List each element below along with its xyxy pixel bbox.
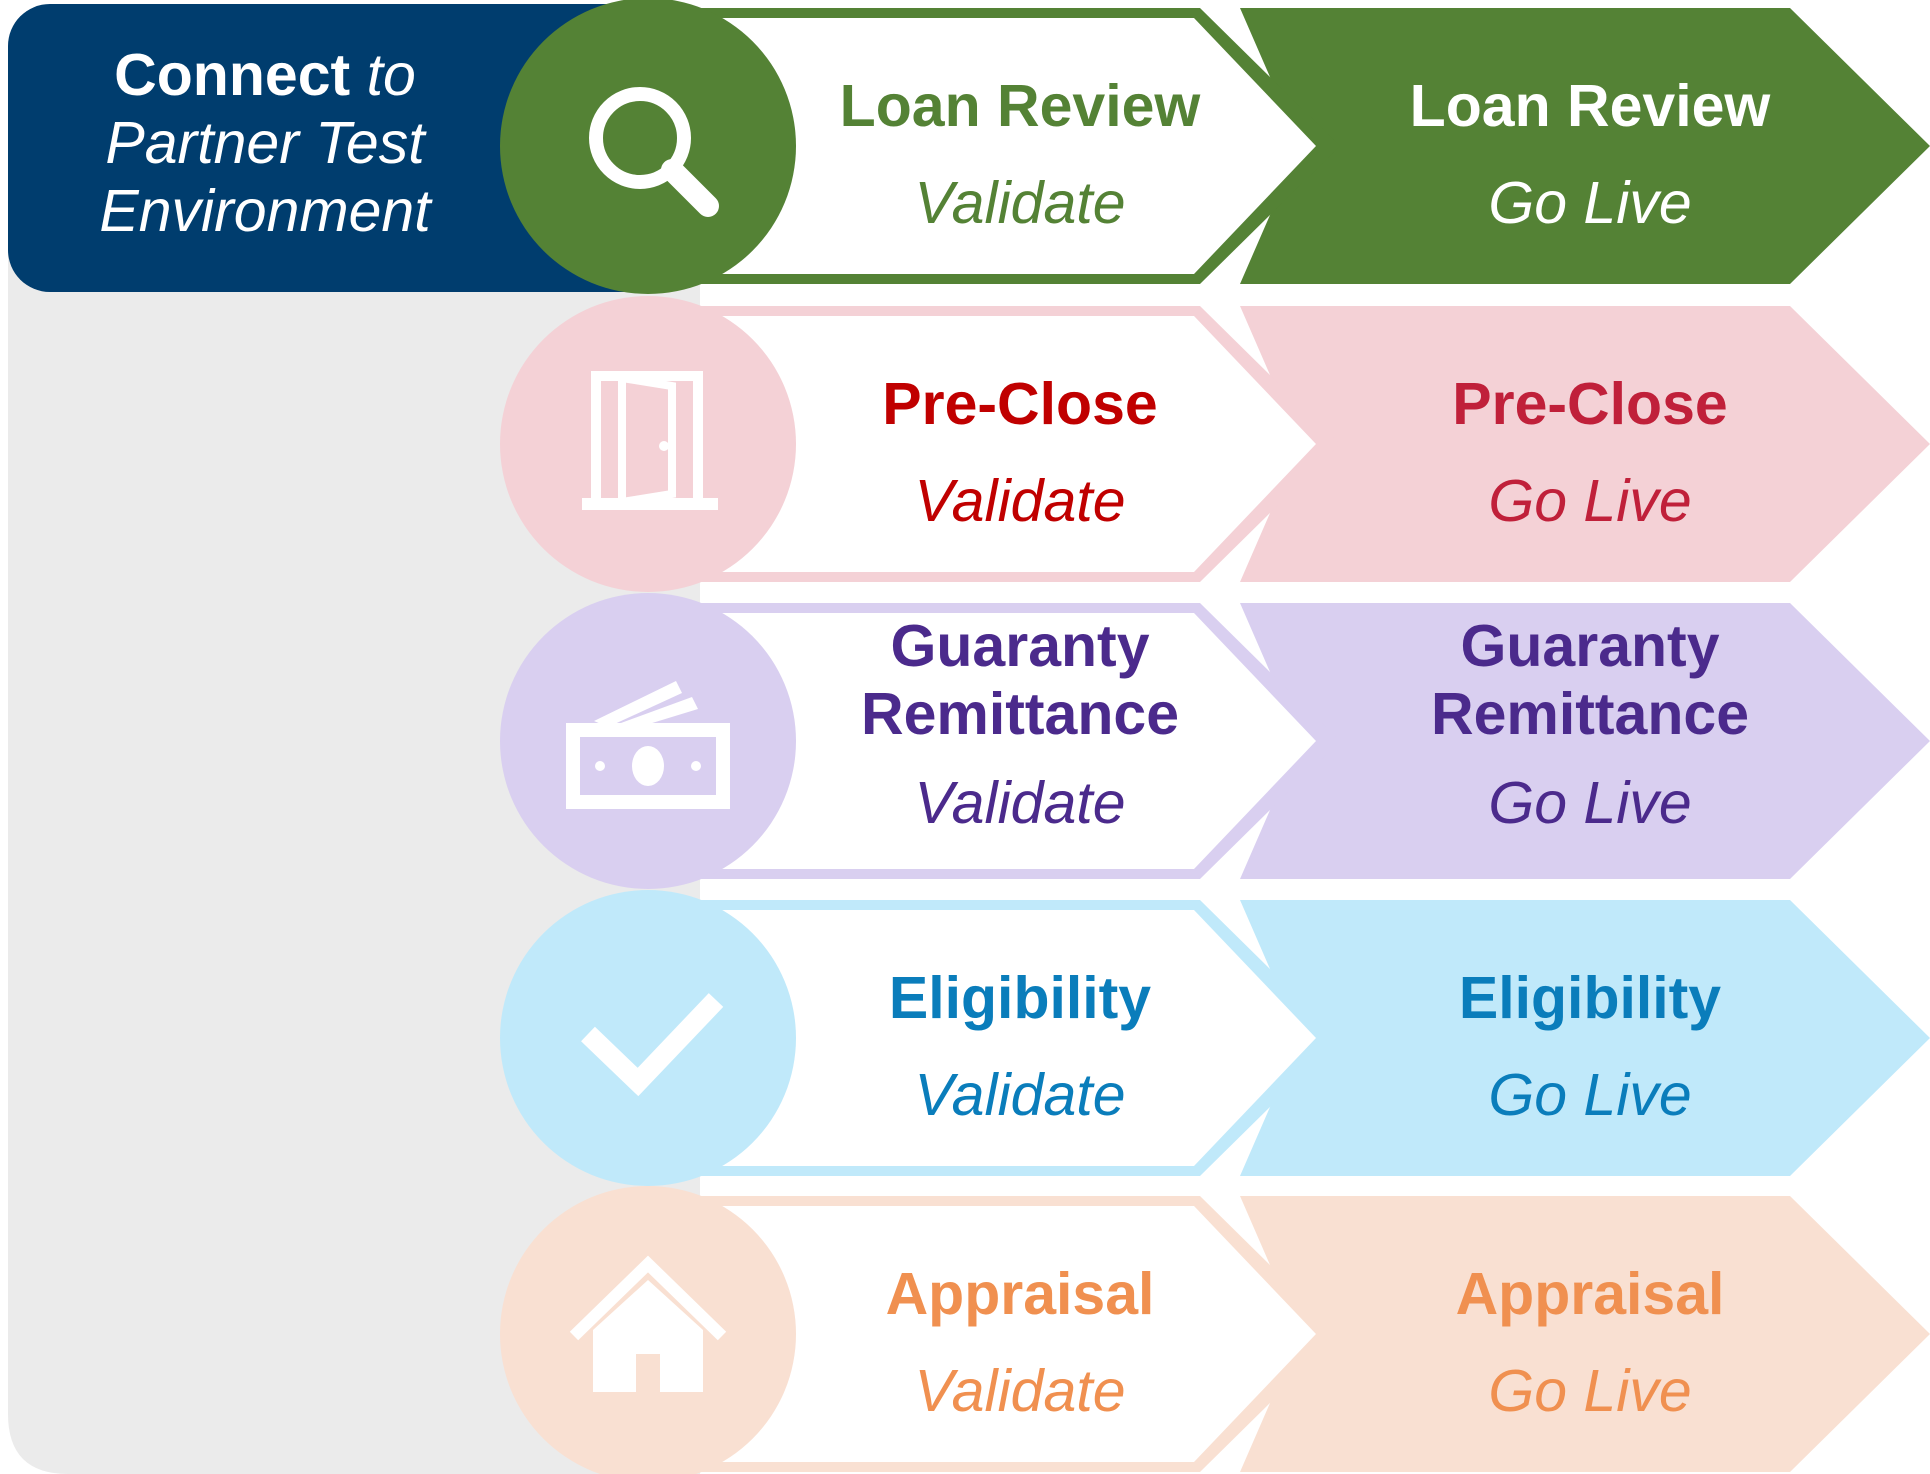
validate-step-name: Appraisal <box>886 1261 1155 1327</box>
validate-chevron <box>640 910 1316 1166</box>
connect-to-label: to <box>367 42 416 108</box>
validate-step-name: Guaranty <box>890 613 1149 679</box>
validate-chevron <box>640 1206 1316 1462</box>
golive-chevron <box>1240 306 1930 582</box>
validate-chevron <box>640 613 1316 869</box>
golive-chevron <box>1240 900 1930 1176</box>
validate-chevron <box>640 18 1316 274</box>
golive-step-name: Loan Review <box>1410 73 1771 139</box>
golive-step-name: Remittance <box>1431 681 1749 747</box>
connect-grey-panel <box>8 240 700 1474</box>
golive-step-name: Appraisal <box>1456 1261 1725 1327</box>
connect-bold-label: Connect <box>114 42 350 108</box>
house-icon <box>569 1255 727 1392</box>
validate-step-name: Pre-Close <box>882 371 1157 437</box>
money-icon <box>566 681 730 809</box>
golive-label: Go Live <box>1488 468 1691 534</box>
validate-step-name: Remittance <box>861 681 1179 747</box>
validate-step-name: Eligibility <box>889 965 1151 1031</box>
magnifier-icon <box>589 87 719 217</box>
validate-label: Validate <box>914 170 1125 236</box>
validate-label: Validate <box>914 1358 1125 1424</box>
golive-label: Go Live <box>1488 770 1691 836</box>
connect-line-1: Connect to <box>114 42 416 108</box>
step-icon-circle <box>500 0 796 294</box>
door-icon <box>582 371 718 510</box>
connect-block: Connect to Partner Test Environment <box>99 42 433 244</box>
golive-step-name: Eligibility <box>1459 965 1721 1031</box>
validate-chevron <box>640 316 1316 572</box>
golive-label: Go Live <box>1488 170 1691 236</box>
golive-chevron <box>1240 1196 1930 1472</box>
golive-label: Go Live <box>1488 1358 1691 1424</box>
checkmark-icon <box>581 993 724 1097</box>
connect-line-2: Partner Test <box>105 110 427 176</box>
golive-step-name: Guaranty <box>1460 613 1719 679</box>
step-icon-circle <box>500 296 796 592</box>
validate-label: Validate <box>914 1062 1125 1128</box>
golive-chevron <box>1240 8 1930 284</box>
golive-chevron <box>1240 603 1930 879</box>
golive-step-name: Pre-Close <box>1452 371 1727 437</box>
connect-line-3: Environment <box>99 178 433 244</box>
step-icon-circle <box>500 890 796 1186</box>
validate-label: Validate <box>914 468 1125 534</box>
validate-label: Validate <box>914 770 1125 836</box>
validate-step-name: Loan Review <box>840 73 1201 139</box>
golive-label: Go Live <box>1488 1062 1691 1128</box>
